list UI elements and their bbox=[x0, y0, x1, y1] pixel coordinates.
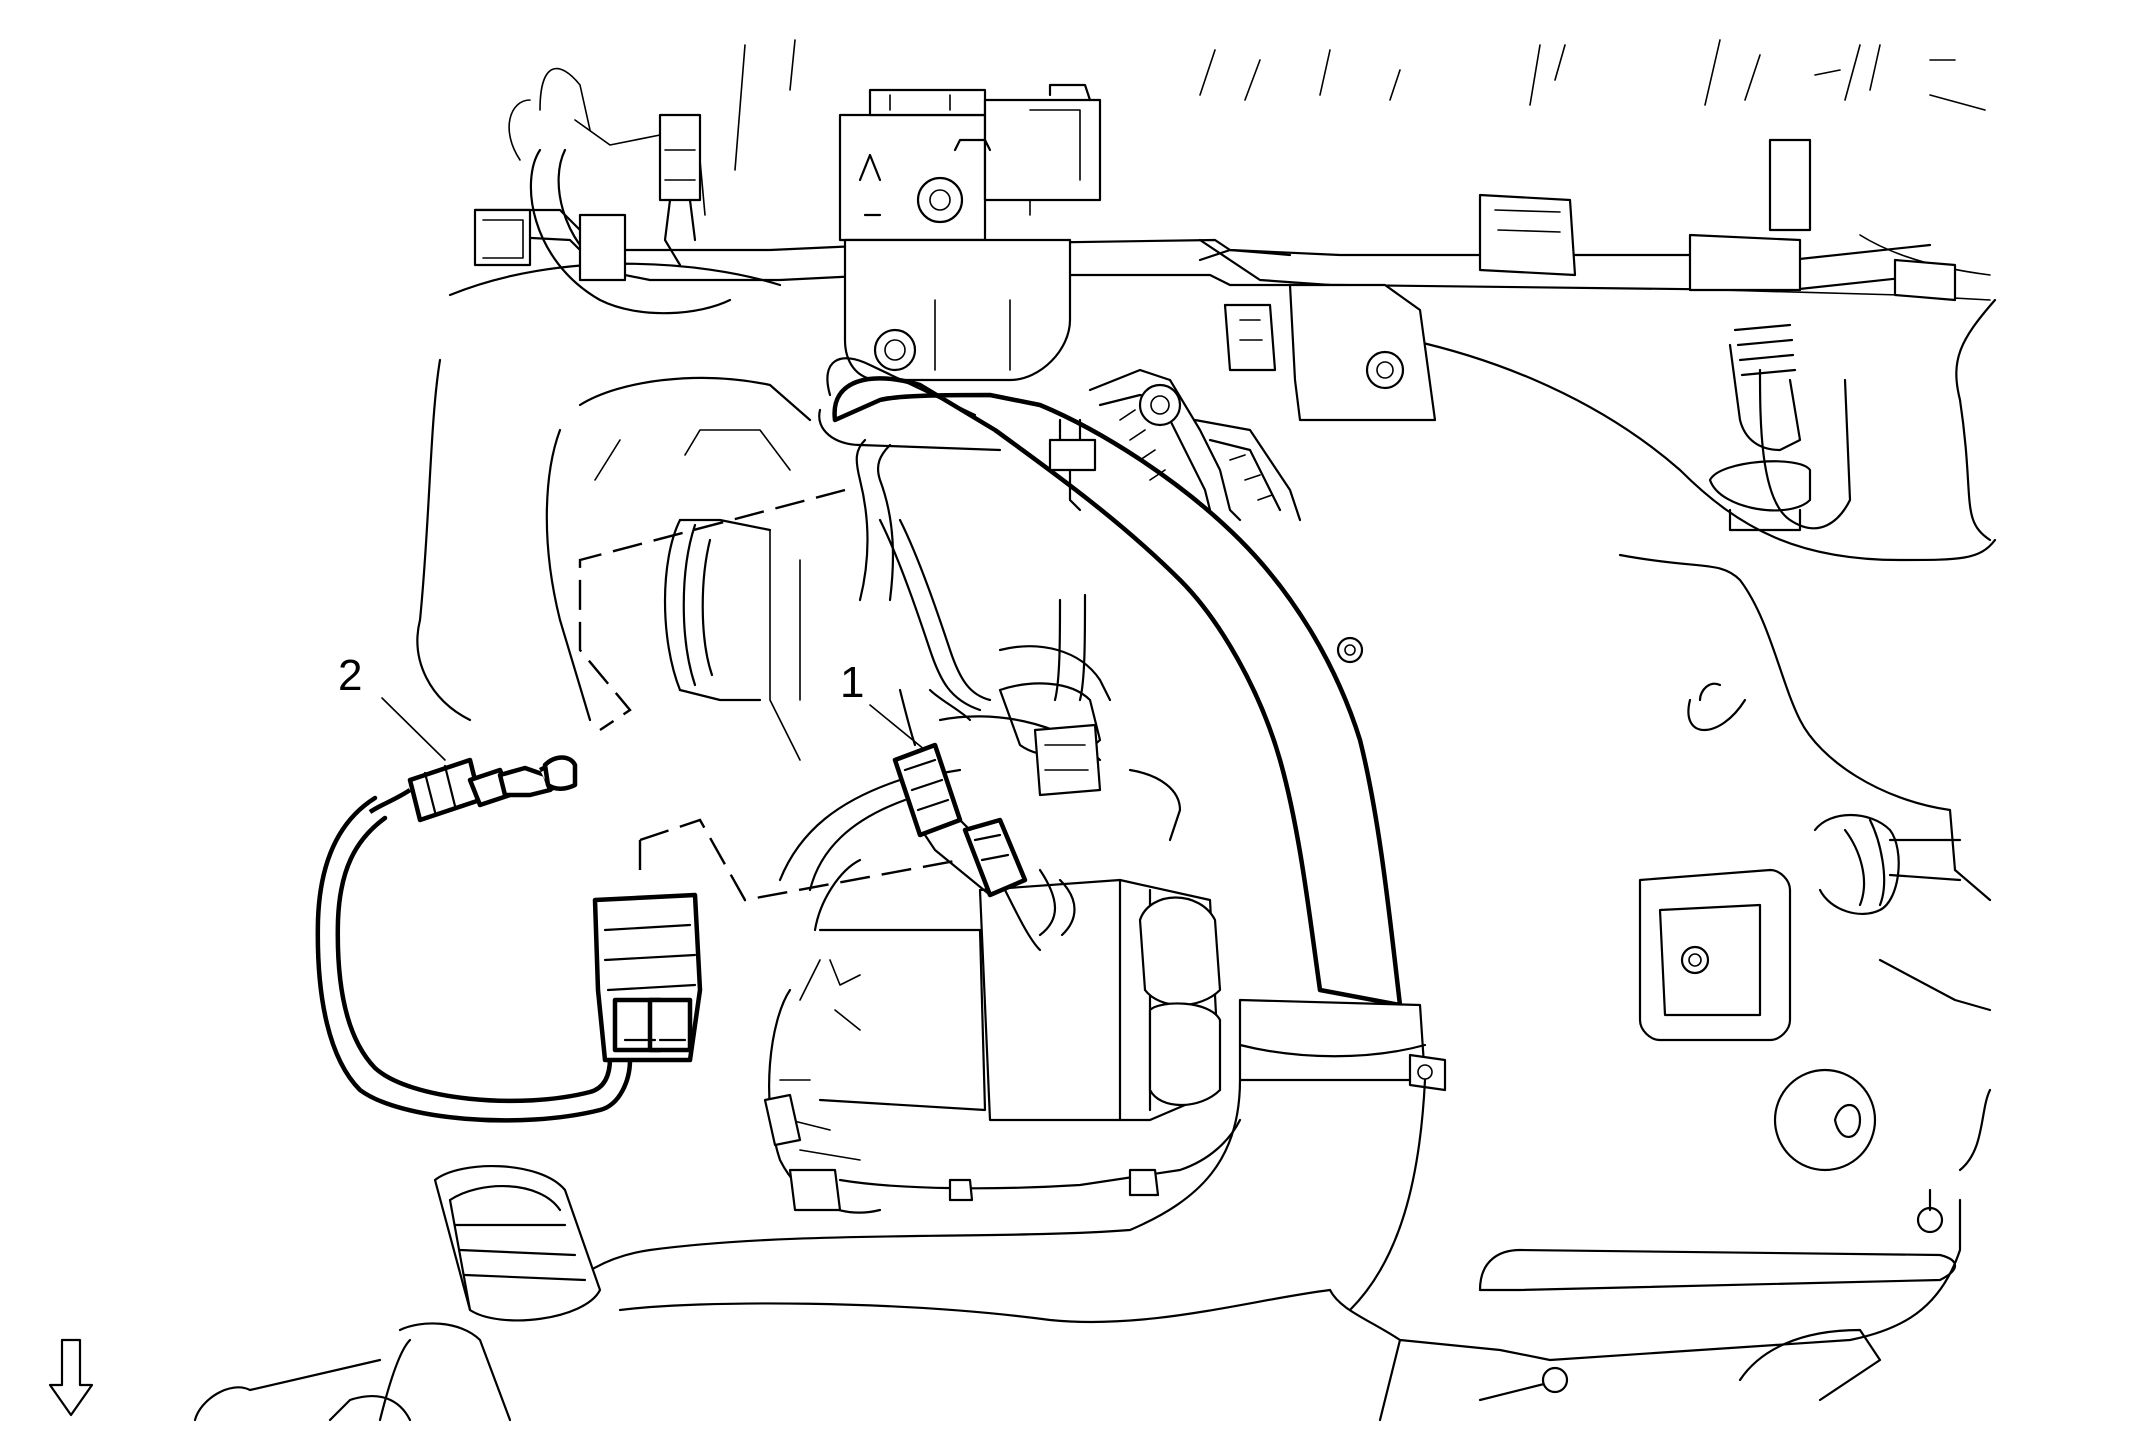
alternator bbox=[763, 518, 1242, 1214]
intake-hose bbox=[193, 357, 1447, 1422]
callout-2: 2 bbox=[338, 651, 446, 761]
callout-2-label: 2 bbox=[338, 651, 362, 700]
sensor-2 bbox=[315, 755, 703, 1123]
oxygen-sensor-icon bbox=[1708, 323, 1812, 532]
vacuum-lines bbox=[1048, 368, 1302, 522]
bolt-icon bbox=[1336, 636, 1364, 664]
down-arrow-icon bbox=[48, 1338, 94, 1417]
bolt-icon bbox=[1365, 350, 1405, 390]
location-dashed-outline bbox=[578, 488, 961, 902]
bolt-icon bbox=[873, 328, 917, 372]
sensor-plug-icon bbox=[1813, 813, 1962, 915]
bolt-icon bbox=[1680, 945, 1710, 975]
bolt-icon bbox=[1541, 1366, 1569, 1394]
engine-background bbox=[416, 39, 1997, 1422]
callout-1-label: 1 bbox=[840, 658, 864, 707]
connector-1 bbox=[855, 438, 1042, 952]
wiring-harness bbox=[473, 83, 1957, 422]
callout-1: 1 bbox=[840, 658, 926, 751]
bolt-icon bbox=[1916, 1188, 1944, 1234]
